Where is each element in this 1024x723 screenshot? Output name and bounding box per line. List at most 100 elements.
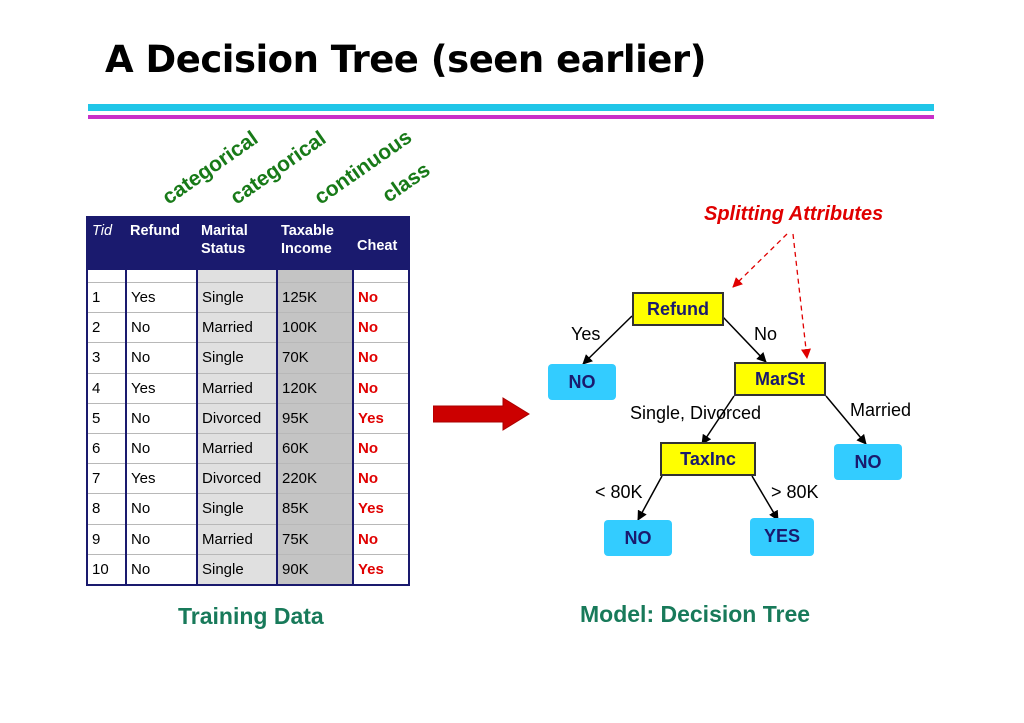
table-spacer-row: [87, 270, 409, 283]
table-cell: 85K: [276, 493, 353, 525]
edge-label-married: Married: [850, 400, 912, 420]
table-cell: 100K: [276, 312, 353, 344]
table-cell: 95K: [276, 403, 353, 434]
table-cell: No: [352, 342, 409, 374]
table-cell: Married: [196, 433, 277, 465]
slide-title: A Decision Tree (seen earlier): [105, 38, 707, 81]
node-marst: MarSt: [734, 362, 826, 396]
leaf-high-income-label: YES: [763, 526, 801, 546]
title-rule-magenta: [88, 115, 934, 119]
node-taxinc: TaxInc: [660, 442, 756, 476]
table-cell: 8: [87, 493, 126, 525]
node-taxinc-label: TaxInc: [680, 449, 736, 469]
table-cell: Married: [196, 373, 277, 404]
table-cell: Divorced: [196, 463, 277, 495]
leaf-low-income: NO: [604, 520, 672, 556]
table-cell: Yes: [352, 403, 409, 434]
table-cell: 3: [87, 342, 126, 374]
table-cell: 7: [87, 463, 126, 495]
table-cell: No: [125, 342, 197, 374]
training-data-table: Tid Refund Marital Status Taxable Income…: [86, 216, 410, 586]
header-cheat: Cheat: [353, 217, 409, 270]
edge-label-high-income: > 80K: [771, 482, 819, 502]
header-taxable-income: Taxable Income: [277, 217, 353, 270]
table-cell: No: [125, 312, 197, 344]
annotation-pointer-refund: [732, 233, 788, 288]
leaf-refund-yes-label: NO: [568, 372, 596, 392]
table-cell: 125K: [276, 282, 353, 314]
table-cell: No: [352, 524, 409, 555]
table-cell: Single: [196, 342, 277, 374]
table-cell: 70K: [276, 342, 353, 374]
table-cell: Divorced: [196, 403, 277, 434]
header-refund: Refund: [126, 217, 197, 270]
model-caption: Model: Decision Tree: [580, 601, 811, 627]
splitting-attributes-annotation: Splitting Attributes: [704, 203, 884, 225]
table-cell: 90K: [276, 554, 353, 586]
edge-refund-yes: [582, 315, 633, 365]
table-cell: Yes: [125, 463, 197, 495]
annotation-pointer-marst: [792, 233, 811, 359]
edge-taxinc-low: [637, 475, 663, 521]
training-data-caption: Training Data: [178, 603, 324, 629]
table-cell: 60K: [276, 433, 353, 465]
table-cell: Yes: [352, 493, 409, 525]
node-refund-label: Refund: [647, 299, 709, 319]
table-cell: No: [352, 463, 409, 495]
table-cell: 5: [87, 403, 126, 434]
table-header-row: Tid Refund Marital Status Taxable Income…: [87, 217, 409, 270]
table-cell: 220K: [276, 463, 353, 495]
table-cell: No: [352, 373, 409, 404]
table-cell: No: [352, 282, 409, 314]
leaf-low-income-label: NO: [624, 528, 652, 548]
table-cell: Yes: [125, 282, 197, 314]
table-cell: Married: [196, 524, 277, 555]
table-cell: 4: [87, 373, 126, 404]
table-cell: No: [125, 433, 197, 465]
table-cell: No: [125, 554, 197, 586]
table-cell: 10: [87, 554, 126, 586]
leaf-married: NO: [834, 444, 902, 480]
header-tid: Tid: [87, 217, 126, 270]
table-cell: Single: [196, 493, 277, 525]
table-cell: Yes: [352, 554, 409, 586]
table-cell: No: [352, 433, 409, 465]
table-cell: Single: [196, 282, 277, 314]
table-cell: No: [125, 403, 197, 434]
leaf-refund-yes: NO: [548, 364, 616, 400]
edge-refund-no: [721, 315, 767, 363]
table-cell: No: [125, 493, 197, 525]
right-arrow-icon: [433, 397, 530, 431]
leaf-married-label: NO: [854, 452, 882, 472]
table-cell: No: [352, 312, 409, 344]
table-cell: 9: [87, 524, 126, 555]
header-marital-status: Marital Status: [197, 217, 277, 270]
node-marst-label: MarSt: [754, 369, 805, 389]
edge-label-low-income: < 80K: [595, 482, 643, 502]
edge-label-no: No: [754, 324, 778, 344]
table-cell: 6: [87, 433, 126, 465]
table-cell: Single: [196, 554, 277, 586]
edge-label-single-divorced: Single, Divorced: [630, 403, 762, 423]
table-cell: No: [125, 524, 197, 555]
edge-taxinc-high: [751, 475, 779, 521]
leaf-high-income: YES: [750, 518, 814, 556]
edge-label-yes: Yes: [571, 324, 601, 344]
edge-marst-single-divorced: [701, 395, 735, 445]
table-cell: Yes: [125, 373, 197, 404]
node-refund: Refund: [632, 292, 724, 326]
edge-marst-married: [825, 395, 867, 445]
table-cell: 1: [87, 282, 126, 314]
